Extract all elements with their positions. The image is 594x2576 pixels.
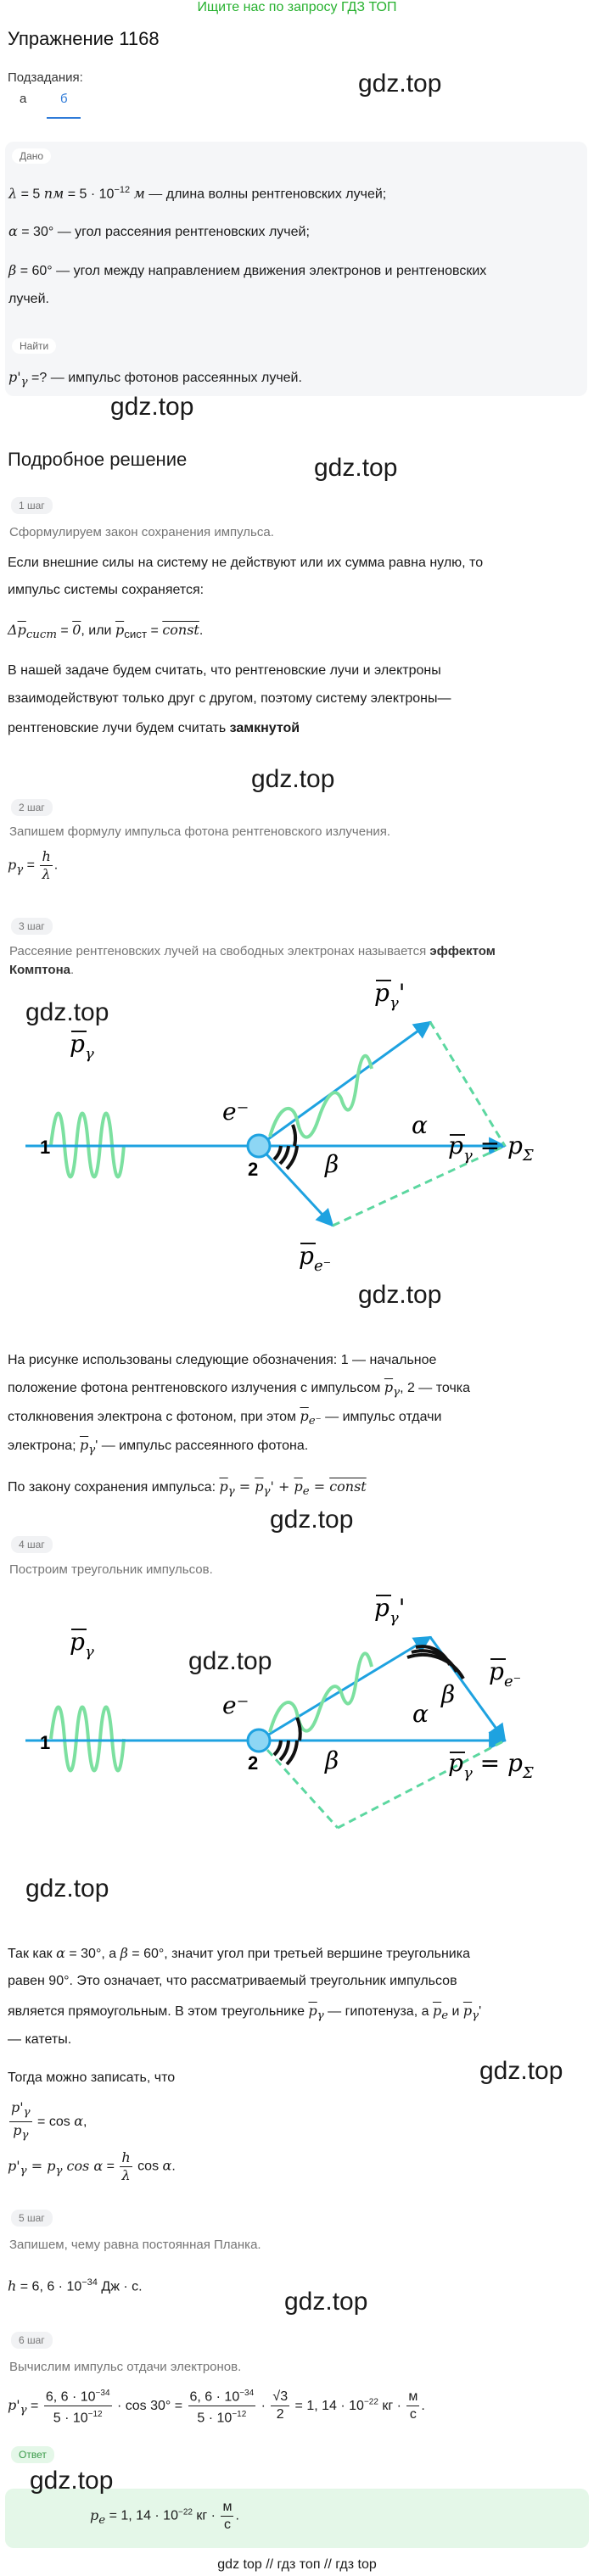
desc-line-1: На рисунке использованы следующие обозна… [8,1353,437,1367]
svg-text:pe⁻: pe⁻ [489,1657,521,1690]
given-line-3b: лучей. [8,292,49,306]
step-2-pill: 2 шаг [11,799,53,816]
step-1-p2: импульс системы сохраняется: [8,583,205,597]
step-1-p6: рентгеновские лучи будем считать замкнут… [8,721,300,735]
desc-line-3: столкновения электрона с фотоном, при эт… [8,1408,442,1428]
svg-text:β: β [324,1746,339,1774]
tab-b[interactable]: б [60,92,68,106]
s4-line-2: равен 90°. Это означает, что рассматрива… [8,1974,457,1988]
svg-text:pγ = pΣ: pγ = pΣ [448,1132,534,1165]
watermark: gdz.top [110,393,194,421]
svg-text:β: β [440,1680,455,1708]
electron-icon [246,1133,272,1159]
svg-text:pe⁻: pe⁻ [299,1242,331,1275]
find-pill: Найти [12,338,57,354]
svg-text:2: 2 [248,1752,258,1774]
subtasks-label: Подзадания: [8,70,83,85]
step-1-p5: взаимодействуют только друг с другом, по… [8,691,451,706]
given-pill: Дано [12,148,52,164]
answer-pill: Ответ [11,2446,54,2463]
tab-active-indicator [47,117,81,119]
footer-links[interactable]: gdz top // гдз топ // гдз top [217,2557,377,2572]
svg-text:pγ: pγ [70,1030,94,1063]
step-4-pill: 4 шаг [11,1536,53,1553]
s4-line-3: является прямоугольным. В этом треугольн… [8,2003,482,2023]
svg-text:α: α [412,1700,429,1728]
given-box: Дано λ = 5 пм = 5 · 10−12 м — длина волн… [5,142,587,396]
watermark: gdz.top [358,70,442,98]
s4-line-5: Тогда можно записать, что [8,2070,176,2085]
watermark: gdz.top [25,1875,109,1903]
svg-text:pγ = pΣ: pγ = pΣ [448,1749,534,1782]
step-2-caption: Запишем формулу импульса фотона рентгено… [9,824,391,839]
step-1-p1: Если внешние силы на систему не действую… [8,556,484,570]
svg-text:1: 1 [40,1732,50,1753]
svg-text:e⁻: e⁻ [222,1098,249,1126]
watermark: gdz.top [270,1506,354,1534]
svg-text:2: 2 [248,1159,258,1180]
electron-arrow [257,1144,334,1227]
svg-text:pγ: pγ [70,1628,94,1661]
given-line-2: α = 30° — угол рассеяния рентгеновских л… [8,223,310,239]
step-6-caption: Вычислим импульс отдачи электронов. [9,2360,242,2374]
step-4-caption: Построим треугольник импульсов. [9,1562,213,1577]
s4-line-1: Так как α = 30°, а β = 60°, значит угол … [8,1945,470,1961]
watermark: gdz.top [188,1647,272,1675]
page-title: Упражнение 1168 [8,28,160,49]
top-banner[interactable]: Ищите нас по запросу ГДЗ ТОП [197,0,397,14]
watermark: gdz.top [358,1281,442,1309]
desc-line-4: электрона; pγ' — импульс рассеянного фот… [8,1437,309,1457]
step-1-caption: Сформулируем закон сохранения импульса. [9,525,274,539]
tab-a[interactable]: а [20,92,27,106]
svg-text:1: 1 [40,1137,50,1158]
step-6-pill: 6 шаг [11,2332,53,2349]
step-5-caption: Запишем, чему равна постоянная Планка. [9,2238,261,2252]
compton-diagram-2: 1 2 e⁻ α β β pγ pγ' pe⁻ pγ = pΣ [25,1594,534,1830]
watermark: gdz.top [479,2057,563,2085]
given-line-1: λ = 5 пм = 5 · 10−12 м — длина волны рен… [8,185,387,202]
step-5-pill: 5 шаг [11,2210,53,2227]
s4-line-4: — катеты. [8,2032,72,2047]
step-3-pill: 3 шаг [11,918,53,935]
step-1-formula: Δpсист = 0, или pсист = const. [8,622,204,642]
compton-diagram-1: 1 2 e⁻ α β pγ pγ' pe⁻ pγ = pΣ [25,979,534,1275]
svg-text:β: β [324,1150,339,1178]
scattered-photon-arrow [258,1020,432,1148]
watermark: gdz.top [30,2467,114,2495]
svg-text:pγ': pγ' [374,979,405,1012]
svg-text:pγ': pγ' [374,1594,405,1627]
svg-text:e⁻: e⁻ [222,1691,249,1719]
step-3-caption: Рассеяние рентгеновских лучей на свободн… [9,944,496,958]
watermark: gdz.top [284,2288,368,2316]
step-1-p4: В нашей задаче будем считать, что рентге… [8,663,441,678]
step-3-caption-2: Комптона. [9,963,75,977]
solution-title: Подробное решение [8,449,188,470]
desc-line-5: По закону сохранения импульса: pγ = pγ' … [8,1478,367,1499]
step-1-pill: 1 шаг [11,497,53,514]
watermark: gdz.top [25,998,109,1026]
step-5-formula: h = 6, 6 · 10−34 Дж · с. [8,2277,143,2294]
given-line-3: β = 60° — угол между направлением движен… [8,262,487,278]
find-line: p'γ =? — импульс фотонов рассеянных луче… [8,369,302,389]
watermark: gdz.top [251,765,335,793]
watermark: gdz.top [314,454,398,482]
subtask-tabs: а б [8,92,84,122]
svg-text:α: α [412,1111,428,1139]
desc-line-2: положение фотона рентгеновского излучени… [8,1379,471,1400]
